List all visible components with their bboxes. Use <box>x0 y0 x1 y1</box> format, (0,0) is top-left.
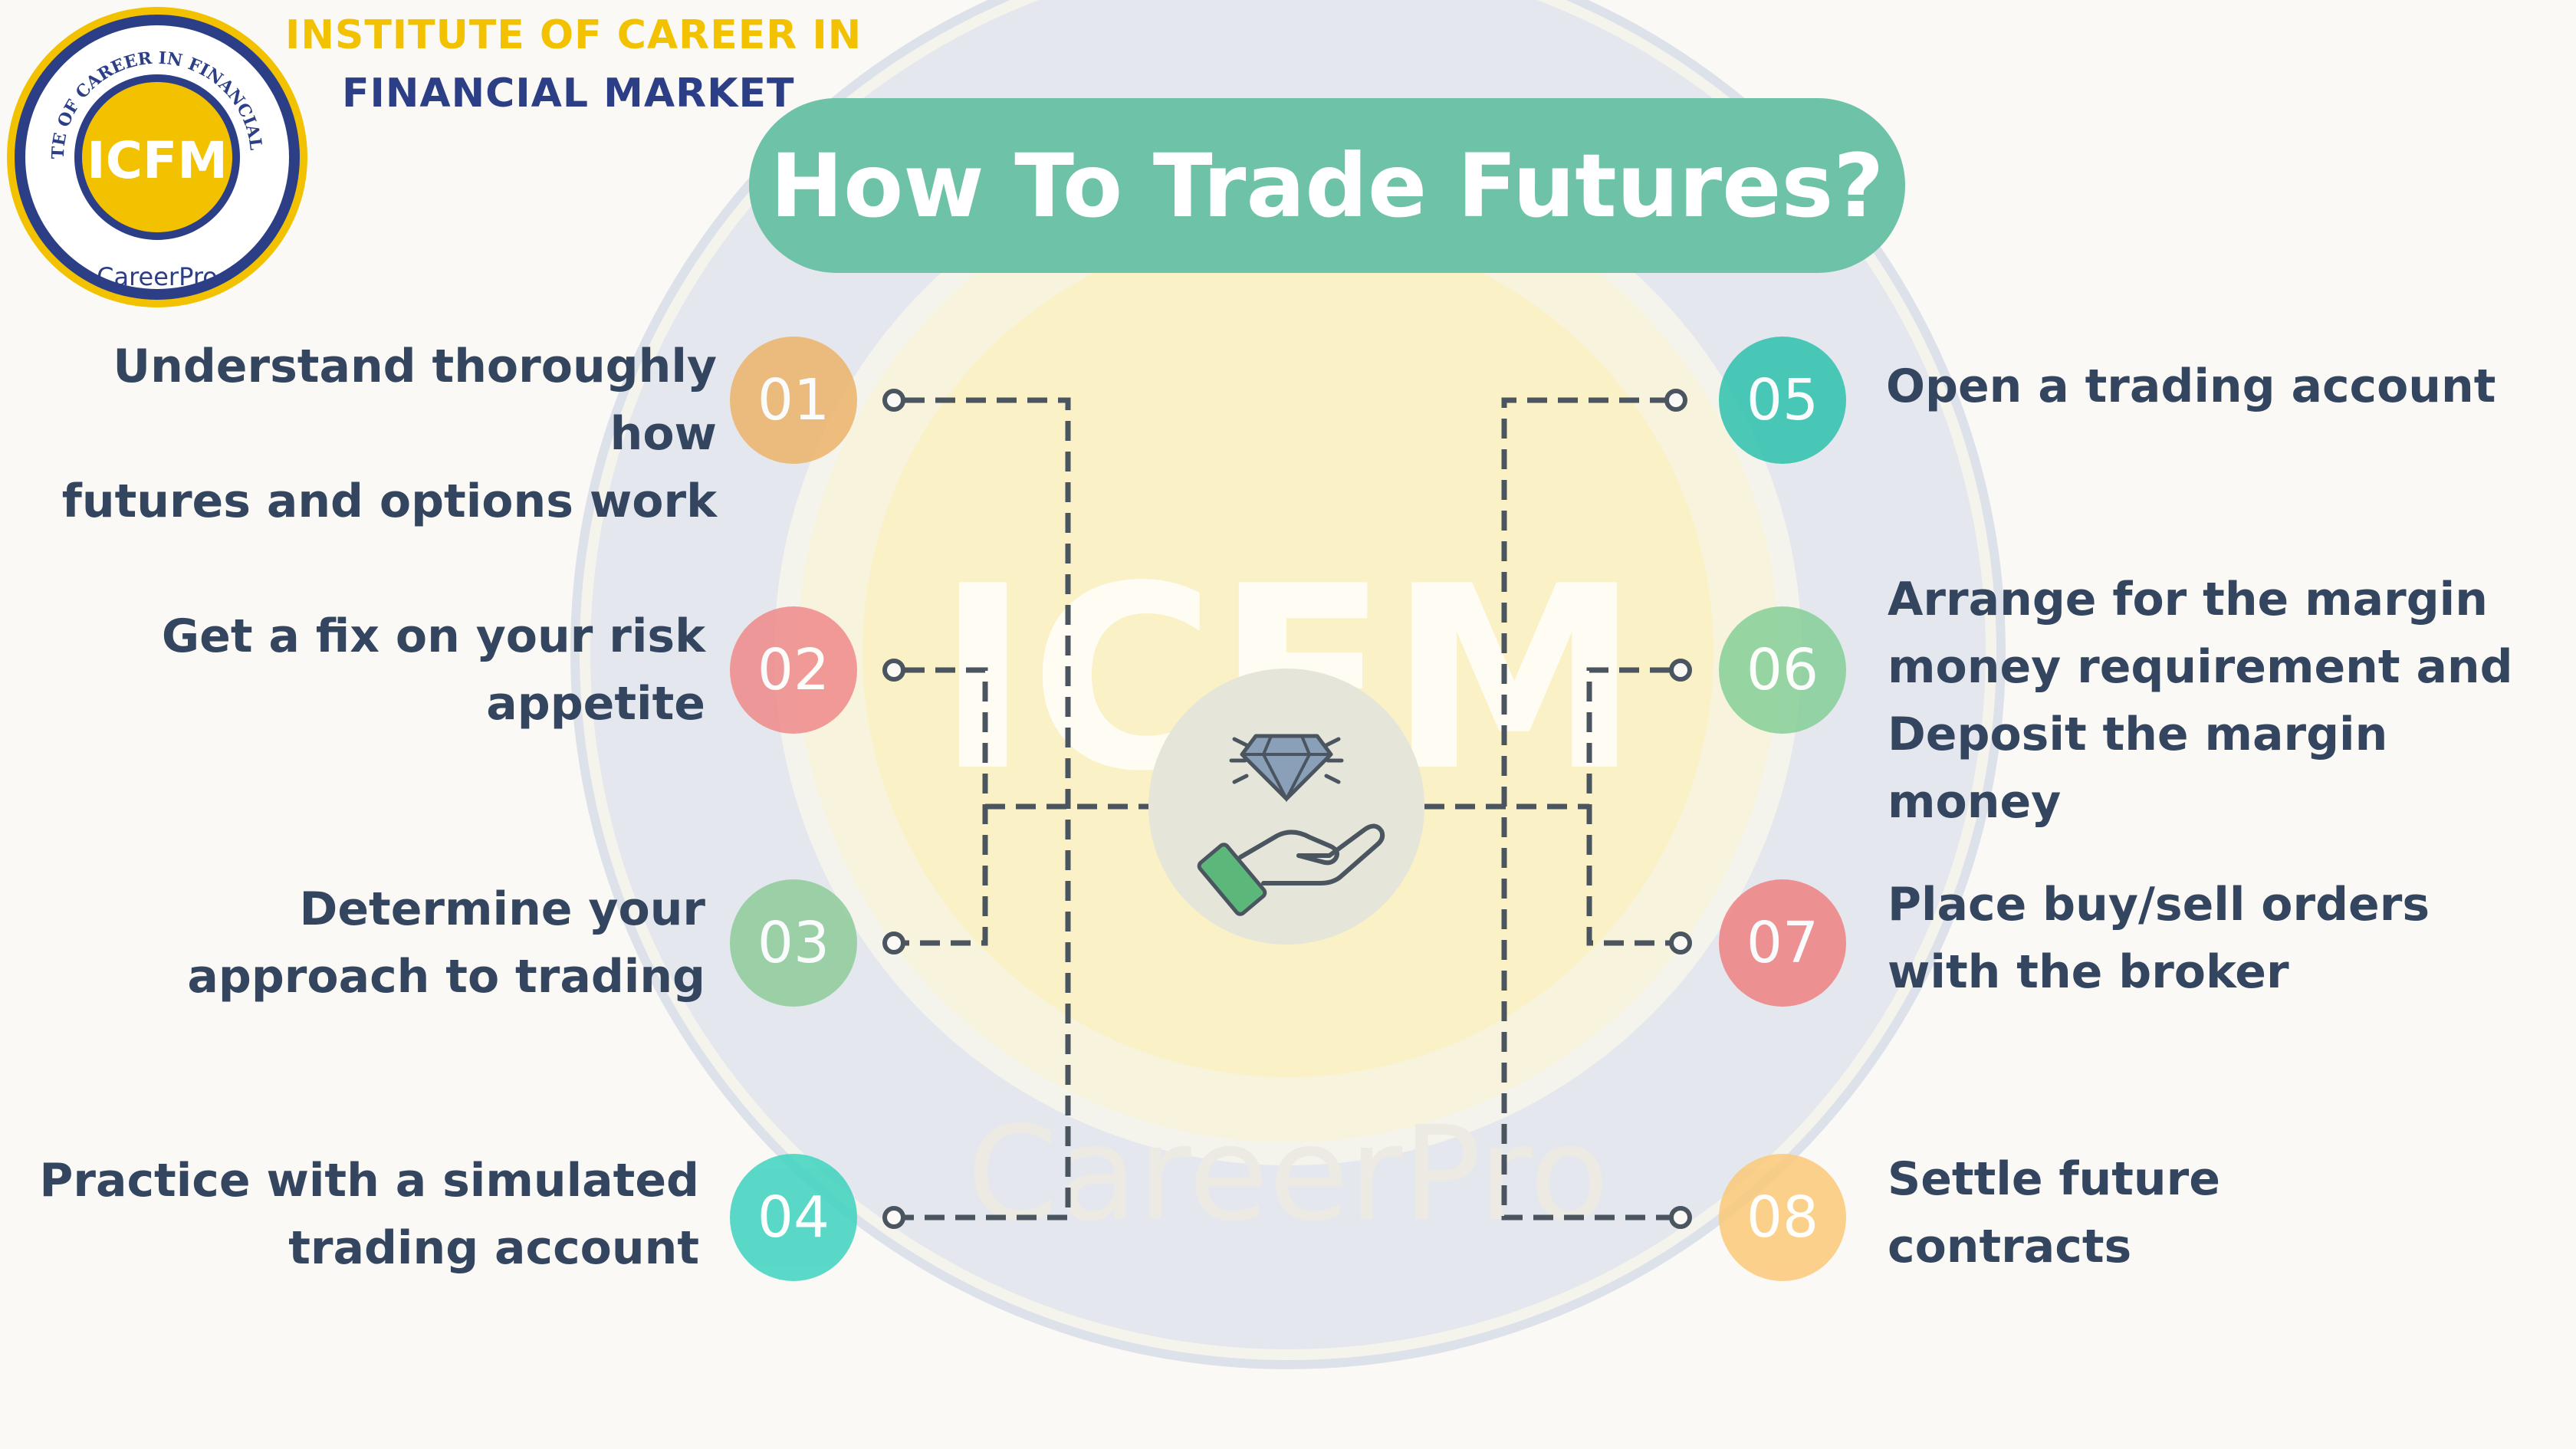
step-text-03: Determine your approach to trading <box>0 876 705 1010</box>
step-line: Get a fix on your risk <box>161 610 705 663</box>
step-line: Arrange for the margin <box>1888 573 2488 626</box>
step-line: approach to trading <box>187 950 705 1004</box>
step-text-06: Arrange for the margin money requirement… <box>1888 566 2570 836</box>
step-line: Practice with a simulated <box>39 1154 699 1208</box>
step-line: contracts <box>1888 1220 2132 1273</box>
step-line: appetite <box>486 677 705 731</box>
connector-dot-01 <box>882 389 905 412</box>
step-line: Settle future <box>1888 1152 2220 1206</box>
diamond-in-hand-icon <box>1197 734 1385 916</box>
connector-dot-08 <box>1669 1206 1692 1229</box>
page-title: How To Trade Futures? <box>770 134 1884 237</box>
step-badge-01: 01 <box>730 337 857 464</box>
step-badge-04: 04 <box>730 1154 857 1281</box>
organization-logo: INSTITUTE OF CAREER IN FINANCIAL MARKET … <box>0 0 307 307</box>
step-badge-06: 06 <box>1719 606 1846 734</box>
step-badge-07: 07 <box>1719 879 1846 1007</box>
step-text-01: Understand thoroughly how futures and op… <box>0 333 717 535</box>
step-line: futures and options work <box>61 475 717 528</box>
connector-dot-02 <box>882 659 905 682</box>
organization-name-line1: INSTITUTE OF CAREER IN <box>285 12 863 58</box>
connector-dot-03 <box>882 932 905 955</box>
step-line: Open a trading account <box>1886 360 2496 413</box>
step-text-07: Place buy/sell orders with the broker <box>1888 871 2562 1006</box>
connector-02-03 <box>905 667 988 946</box>
center-icon-circle <box>1148 669 1424 945</box>
title-banner: How To Trade Futures? <box>749 98 1905 273</box>
step-line: Determine your <box>299 882 705 936</box>
logo-tagline: CareerPro <box>97 262 218 291</box>
step-text-04: Practice with a simulated trading accoun… <box>0 1147 699 1282</box>
connector-dot-04 <box>882 1206 905 1229</box>
connector-dot-05 <box>1664 389 1687 412</box>
step-badge-03: 03 <box>730 879 857 1007</box>
step-text-05: Open a trading account <box>1886 353 2561 420</box>
connector-01-04 <box>905 397 1071 1221</box>
logo-initials: ICFM <box>87 131 228 190</box>
step-line: Understand thoroughly how <box>113 340 717 461</box>
connector-06-07 <box>1586 667 1670 946</box>
step-line: money requirement and <box>1888 640 2513 694</box>
step-line: with the broker <box>1888 945 2289 999</box>
step-badge-08: 08 <box>1719 1154 1846 1281</box>
step-line: Place buy/sell orders <box>1888 878 2430 932</box>
connector-dot-06 <box>1669 659 1692 682</box>
connector-dot-07 <box>1669 932 1692 955</box>
step-line: Deposit the margin money <box>1888 708 2388 829</box>
organization-name-line2: FINANCIAL MARKET <box>342 71 795 117</box>
step-badge-05: 05 <box>1719 337 1846 464</box>
step-text-02: Get a fix on your risk appetite <box>0 603 705 738</box>
step-line: trading account <box>288 1221 699 1275</box>
step-badge-02: 02 <box>730 606 857 734</box>
step-text-08: Settle future contracts <box>1888 1145 2562 1280</box>
